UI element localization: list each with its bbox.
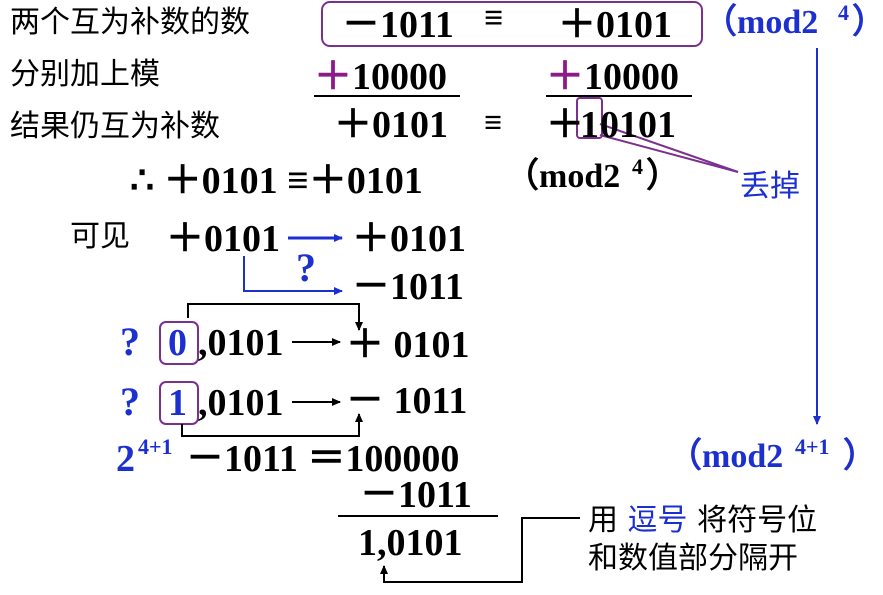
sign-box-0 bbox=[159, 321, 199, 365]
question-mark-row1: ? bbox=[120, 379, 140, 424]
therefore-line: ∴ ＋0101 ≡＋0101 bbox=[130, 160, 423, 202]
row0-rest: ,0101 bbox=[198, 322, 284, 364]
mod-label-mid-exp: 4 bbox=[632, 154, 643, 179]
result-right-rest: 0101 bbox=[600, 104, 676, 146]
mod-label-top-exp: 4 bbox=[838, 0, 849, 25]
expr-neg1011: －1011 bbox=[342, 4, 454, 46]
note-a: 用 bbox=[588, 503, 618, 538]
row0-result: ＋ 0101 bbox=[346, 324, 470, 366]
label-kejian: 可见 bbox=[70, 219, 130, 254]
base-two-exp: 4+1 bbox=[138, 434, 173, 459]
mod-label-top-close: ） bbox=[852, 4, 883, 41]
bracket-lower bbox=[181, 413, 363, 437]
discard-pointer-2 bbox=[599, 134, 739, 173]
row1-result: － 1011 bbox=[346, 380, 468, 422]
final-result: 1,0101 bbox=[358, 522, 463, 564]
discard-pointer-1 bbox=[599, 123, 739, 173]
mod-label-mid-close: ） bbox=[646, 158, 680, 195]
note-pointer bbox=[380, 517, 580, 583]
label-row1: 两个互为补数的数 bbox=[10, 5, 250, 40]
result-left: ＋0101 bbox=[334, 104, 449, 146]
subtrahend: －1011 bbox=[360, 474, 472, 516]
label-row2: 分别加上模 bbox=[10, 57, 160, 92]
kejian-arrow-down bbox=[243, 256, 343, 295]
top-equation-box bbox=[321, 1, 703, 47]
value-right: 10000 bbox=[584, 56, 680, 98]
expr-equiv: ≡ bbox=[484, 0, 504, 37]
sign-box-1 bbox=[159, 381, 199, 425]
mod-label-bottom-close: ） bbox=[843, 438, 877, 475]
sign-bit-0: 0 bbox=[168, 322, 187, 364]
result-equiv: ≡ bbox=[484, 104, 503, 140]
expr-pos0101: ＋0101 bbox=[558, 4, 673, 46]
mod-label-bottom: （mod2 bbox=[668, 438, 784, 475]
mod-label-mid: （mod2 bbox=[505, 158, 621, 195]
result-right-discard: 1 bbox=[580, 104, 599, 146]
row1-rest: ,0101 bbox=[198, 382, 284, 424]
kejian-right1: ＋0101 bbox=[352, 218, 467, 260]
result-right-sign: ＋ bbox=[546, 104, 585, 146]
sign-bit-1: 1 bbox=[168, 382, 187, 424]
bracket-upper bbox=[187, 303, 363, 331]
base-two: 2 bbox=[116, 438, 135, 480]
value-left: 10000 bbox=[352, 56, 448, 98]
question-mark: ? bbox=[296, 245, 316, 290]
kejian-right2: －1011 bbox=[352, 266, 464, 308]
note-line1: 用 逗号 将符号位 bbox=[588, 506, 817, 536]
mod-label-top: （mod2 bbox=[703, 4, 819, 41]
plus-sign-right: ＋ bbox=[546, 56, 585, 98]
question-mark-row0: ? bbox=[120, 319, 140, 364]
label-diudiao: 丢掉 bbox=[740, 169, 800, 204]
kejian-left: ＋0101 bbox=[166, 218, 281, 260]
discard-box bbox=[576, 97, 603, 139]
note-c: 将符号位 bbox=[697, 503, 818, 538]
expr-plus10000-left: ＋10000 bbox=[314, 58, 447, 96]
expr-plus10000-right: ＋10000 bbox=[546, 58, 679, 96]
note-comma: 逗号 bbox=[627, 503, 688, 538]
mod-label-bottom-exp: 4+1 bbox=[795, 434, 830, 459]
label-row3: 结果仍互为补数 bbox=[10, 109, 220, 144]
plus-sign-left: ＋ bbox=[314, 56, 353, 98]
note-line2: 和数值部分隔开 bbox=[588, 541, 798, 576]
calc-line: －1011 ＝100000 bbox=[186, 438, 460, 480]
